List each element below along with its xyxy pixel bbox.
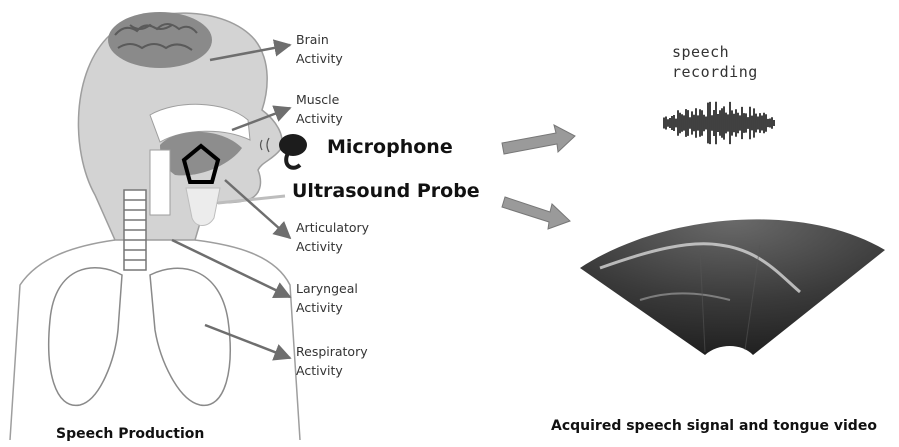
arrow-laryngeal bbox=[172, 240, 290, 297]
label-speech-recording: speech recording bbox=[672, 42, 758, 82]
label-respiratory-activity: Respiratory Activity bbox=[296, 342, 368, 380]
waveform-trace bbox=[664, 102, 774, 144]
label-microphone: Microphone bbox=[327, 136, 453, 158]
block-arrow-to-ultrasound bbox=[502, 197, 570, 229]
brain-icon bbox=[108, 12, 212, 68]
label-brain-activity: Brain Activity bbox=[296, 30, 343, 68]
caption-acquired-signal: Acquired speech signal and tongue video bbox=[551, 418, 877, 434]
left-lung bbox=[49, 268, 122, 406]
label-muscle-activity: Muscle Activity bbox=[296, 90, 343, 128]
right-lung bbox=[150, 268, 230, 405]
block-arrow-to-recording bbox=[502, 125, 575, 154]
trachea bbox=[124, 190, 146, 270]
label-articulatory-activity: Articulatory Activity bbox=[296, 218, 369, 256]
ultrasound-image bbox=[580, 219, 885, 355]
speech-waveform bbox=[664, 102, 774, 144]
pharynx bbox=[150, 150, 170, 215]
microphone-icon bbox=[279, 134, 307, 168]
arrow-respiratory bbox=[205, 325, 290, 358]
caption-speech-production: Speech Production bbox=[56, 426, 204, 442]
label-ultrasound-probe: Ultrasound Probe bbox=[292, 180, 480, 202]
body-outline bbox=[10, 240, 300, 440]
label-laryngeal-activity: Laryngeal Activity bbox=[296, 279, 358, 317]
